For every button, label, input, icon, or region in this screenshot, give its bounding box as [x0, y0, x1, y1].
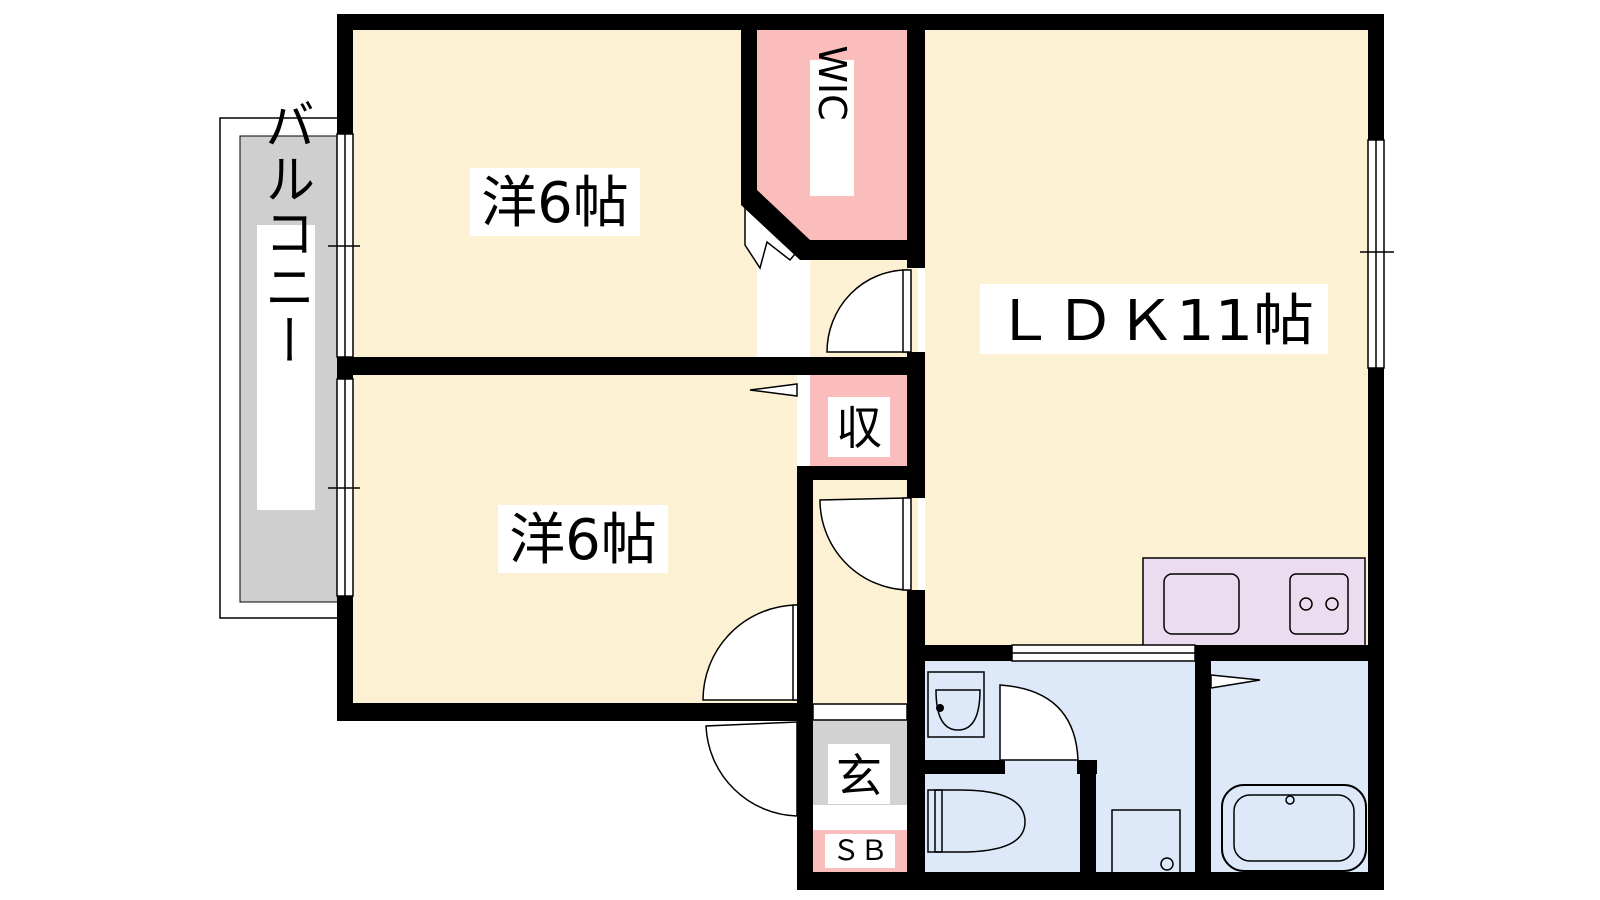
- door-leaf: [902, 497, 912, 591]
- room-label-ldk: ＬＤＫ11帖: [994, 289, 1314, 354]
- toilet-tank-icon: [927, 789, 943, 853]
- stove-icon: [1289, 573, 1349, 635]
- room-label-western-top: 洋6帖: [481, 171, 629, 236]
- door-swing-top-room: [826, 269, 908, 353]
- room-label-storage: 収: [836, 401, 882, 455]
- kitchen-counter: [1142, 557, 1366, 647]
- sink-icon: [1163, 573, 1240, 635]
- drain-icon: [1160, 857, 1174, 871]
- storage-door-marker: [749, 383, 798, 397]
- washbasin-icon: [927, 671, 985, 738]
- bath-door-marker: [1210, 674, 1261, 689]
- burner-icon: [1299, 597, 1313, 611]
- door-leaf: [902, 269, 912, 353]
- door-swing-entrance: [705, 721, 798, 817]
- door-swing-hall: [819, 497, 908, 591]
- entrance-step: [812, 703, 908, 721]
- door-swing-washroom: [999, 684, 1079, 761]
- room-label-western-bottom: 洋6帖: [509, 508, 657, 573]
- toilet-icon: [934, 789, 1026, 853]
- walls: [337, 14, 1384, 890]
- room-label-balcony: バルコニー: [257, 97, 315, 367]
- bath-drain-icon: [1285, 795, 1295, 805]
- room-label-entrance: 玄: [836, 749, 882, 803]
- room-label-shoe-box: ＳＢ: [832, 834, 888, 867]
- burner-icon: [1325, 597, 1339, 611]
- windows: [328, 133, 1394, 662]
- door-swing-bottom-room: [702, 604, 798, 701]
- bathtub-icon: [1221, 784, 1367, 872]
- room-label-wic: WIC: [810, 45, 854, 120]
- faucet-icon: [936, 704, 944, 712]
- bathtub-inner-icon: [1233, 794, 1355, 862]
